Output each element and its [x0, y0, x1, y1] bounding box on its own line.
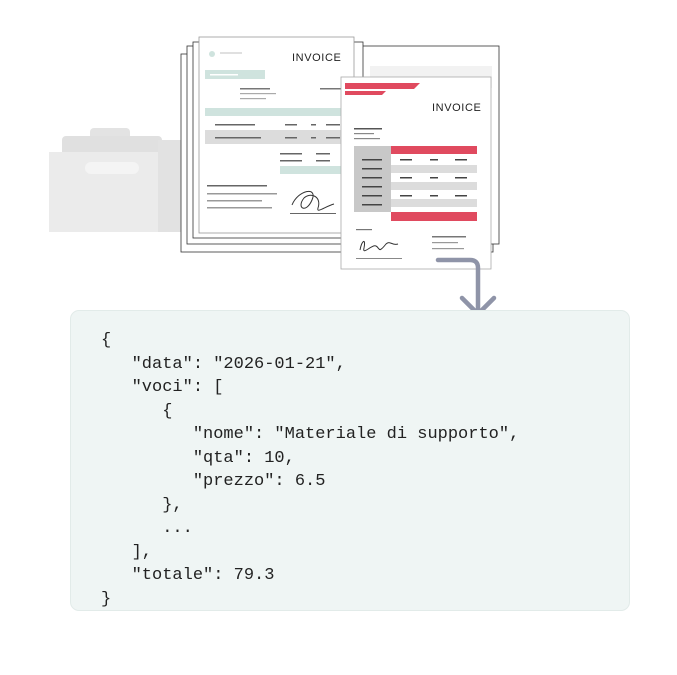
json-line: "voci": [ [101, 378, 224, 397]
signature-icon [359, 241, 399, 252]
json-line: { [101, 401, 173, 421]
json-line: "qta": 10, [101, 448, 295, 468]
json-line: }, [101, 495, 183, 515]
json-line: "data": "2026-01-21", [101, 354, 346, 374]
json-line: "prezzo": 6.5 [101, 472, 326, 491]
folder-icon [49, 128, 183, 232]
json-line: ... [101, 519, 193, 538]
json-line: "totale": 79.3 [101, 566, 275, 585]
signature-icon [291, 190, 335, 211]
json-line: } [101, 589, 112, 609]
invoice-illustration: INVOICE INVOICE [49, 36, 500, 317]
json-line: { [101, 331, 112, 350]
back-invoice-title: INVOICE [292, 52, 341, 64]
json-line: "nome": "Materiale di supporto", [101, 425, 520, 444]
json-output-panel: { "data": "2026-01-21", "voci": [ { "nom… [70, 310, 630, 611]
front-invoice-title: INVOICE [432, 102, 481, 114]
invoice-document-front: INVOICE [340, 76, 492, 270]
json-code-block: { "data": "2026-01-21", "voci": [ { "nom… [101, 329, 519, 611]
json-line: ], [101, 542, 153, 562]
